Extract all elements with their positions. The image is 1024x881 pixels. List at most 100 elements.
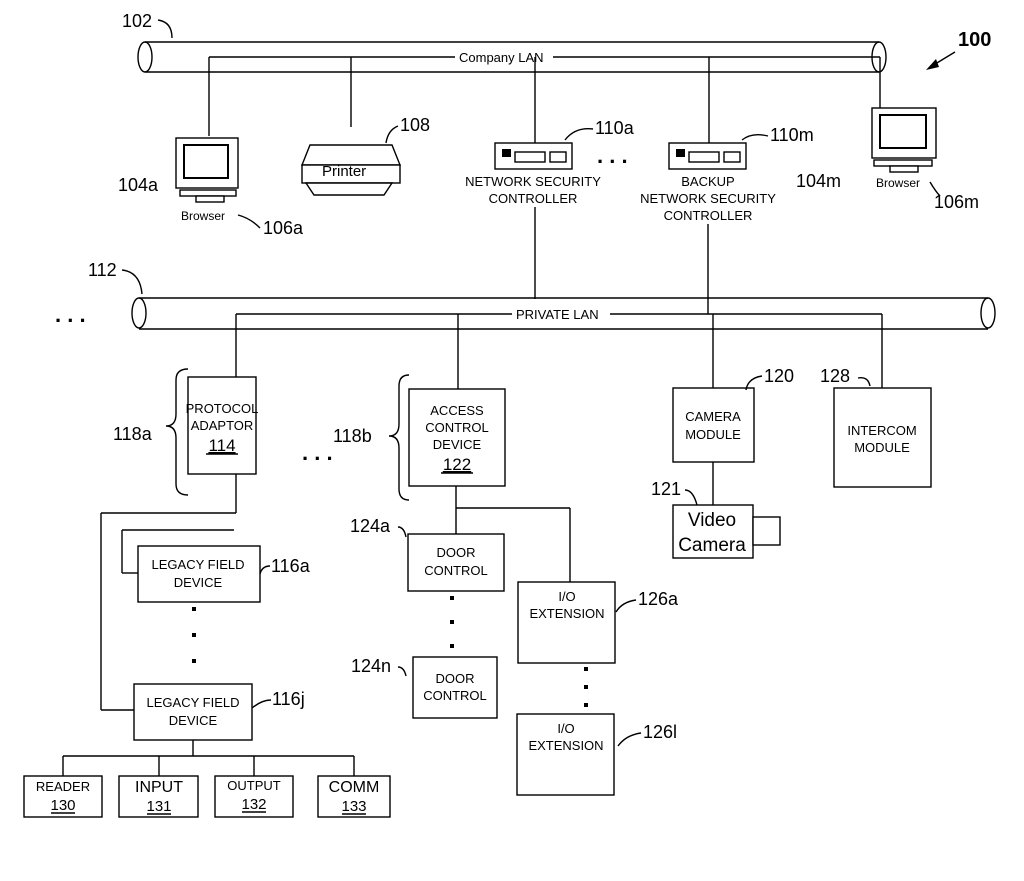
protocol-label-line2: ADAPTOR — [191, 418, 254, 433]
output-box — [214, 775, 294, 818]
output-number: 132 — [241, 796, 266, 813]
protocol-adaptor-box — [187, 376, 257, 475]
camera-label-line2: MODULE — [685, 427, 741, 442]
private-lan-pipe — [131, 297, 996, 330]
ref-124a: 124a — [350, 516, 391, 536]
video-camera-lens — [752, 516, 781, 546]
protocol-number: 114 — [208, 436, 235, 455]
ref-106a-leader — [237, 214, 261, 229]
input-label: INPUT — [135, 779, 183, 796]
io-extension-a-box — [517, 581, 616, 664]
output-label: OUTPUT — [227, 778, 281, 793]
ref-102: 102 — [122, 11, 152, 31]
figure-ref-arrowhead — [926, 59, 939, 70]
ref-110m-leader — [741, 133, 769, 141]
printer-icon — [300, 144, 402, 196]
private-lan-ellipsis: . . . — [55, 302, 86, 327]
ref-121: 121 — [651, 479, 681, 499]
door-vertical-dots — [450, 596, 454, 648]
ref-116j: 116j — [272, 689, 305, 709]
legacy-j-label-line1: LEGACY FIELD — [147, 695, 240, 710]
intercom-module-box — [833, 387, 932, 488]
legacy-j-label-line2: DEVICE — [169, 713, 218, 728]
ref-110a-leader — [564, 128, 594, 141]
camera-module-box — [672, 387, 755, 463]
controllers-ellipsis: . . . — [597, 143, 628, 168]
io-a-label-line1: I/O — [558, 589, 575, 604]
access-label-line1: ACCESS — [430, 403, 484, 418]
ref-106m: 106m — [934, 192, 979, 212]
video-label-line2: Camera — [678, 535, 746, 556]
ref-116j-leader — [251, 699, 272, 709]
camera-label-line1: CAMERA — [685, 409, 741, 424]
nsc-label-line1: NETWORK SECURITY — [465, 174, 601, 189]
access-number: 122 — [443, 455, 471, 474]
ref-121-leader — [684, 489, 698, 506]
access-control-device-box — [408, 388, 506, 487]
comm-box — [317, 775, 391, 818]
input-number: 131 — [146, 798, 171, 815]
ref-120: 120 — [764, 366, 794, 386]
ref-124n-leader — [397, 666, 407, 677]
printer-label: Printer — [322, 163, 366, 180]
access-label-line3: DEVICE — [433, 437, 482, 452]
protocol-label-line1: PROTOCOL — [186, 401, 259, 416]
door-n-label-line1: DOOR — [436, 671, 475, 686]
network-security-controller-icon — [494, 142, 573, 170]
ref-126l-leader — [617, 732, 642, 747]
backup-label-line1: BACKUP — [681, 174, 734, 189]
io-vertical-dots — [584, 667, 588, 707]
bracket-118b — [388, 374, 410, 501]
computer-icon-104m — [871, 107, 937, 173]
io-a-label-line2: EXTENSION — [529, 606, 604, 621]
browser-label-m: Browser — [876, 176, 920, 190]
browser-label-a: Browser — [181, 209, 225, 223]
reader-label: READER — [36, 779, 90, 794]
door-control-n-box — [412, 656, 498, 719]
legacy-field-device-a-box — [137, 545, 261, 603]
reader-box — [23, 775, 103, 818]
legacy-a-label-line2: DEVICE — [174, 575, 223, 590]
door-a-label-line1: DOOR — [437, 545, 476, 560]
access-label-line2: CONTROL — [425, 420, 489, 435]
comm-number: 133 — [341, 798, 366, 815]
ref-110a: 110a — [595, 118, 635, 138]
figure-ref-100: 100 — [958, 29, 991, 51]
io-l-label-line2: EXTENSION — [528, 738, 603, 753]
intercom-label-line1: INTERCOM — [847, 423, 916, 438]
bracket-118a — [165, 368, 189, 496]
ref-104m: 104m — [796, 171, 841, 191]
ref-106m-leader — [929, 181, 941, 197]
io-l-label-line1: I/O — [557, 721, 574, 736]
ref-126a-leader — [615, 599, 637, 613]
company-lan-pipe — [137, 41, 887, 73]
computer-icon-104a — [175, 137, 239, 203]
door-a-label-line2: CONTROL — [424, 563, 488, 578]
backup-label-line3: CONTROLLER — [664, 208, 753, 223]
nsc-label-line2: CONTROLLER — [489, 191, 578, 206]
ref-128: 128 — [820, 366, 850, 386]
ref-108: 108 — [400, 115, 430, 135]
video-label-line1: Video — [688, 510, 736, 531]
reader-number: 130 — [50, 797, 75, 814]
io-extension-l-box — [516, 713, 615, 796]
door-control-a-box — [407, 533, 505, 592]
legacy-a-label-line1: LEGACY FIELD — [152, 557, 245, 572]
company-lan-label: Company LAN — [459, 50, 544, 65]
middle-ellipsis: . . . — [302, 440, 333, 465]
ref-116a: 116a — [271, 556, 311, 576]
ref-124n: 124n — [351, 656, 391, 676]
legacy-vertical-dots — [192, 607, 196, 663]
ref-112-leader — [121, 269, 143, 295]
comm-label: COMM — [329, 779, 380, 796]
ref-128-leader — [857, 376, 871, 387]
door-n-label-line2: CONTROL — [423, 688, 487, 703]
input-box — [118, 775, 199, 818]
ref-108-leader — [385, 125, 399, 144]
legacy-field-device-j-box — [133, 683, 253, 741]
private-lan-label: PRIVATE LAN — [516, 307, 599, 322]
ref-110m: 110m — [770, 125, 814, 145]
ref-104a: 104a — [118, 175, 159, 195]
ref-126a: 126a — [638, 589, 679, 609]
